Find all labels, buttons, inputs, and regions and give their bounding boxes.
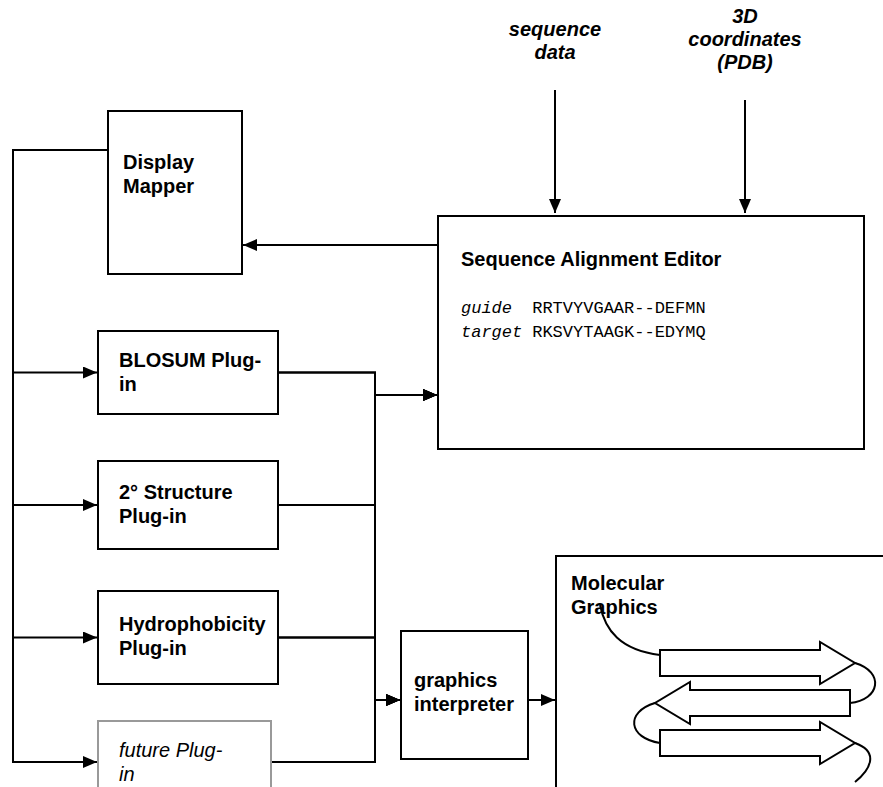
connector [243,244,437,246]
box-label: 2° Structure Plug-in [119,480,269,528]
input-arrows [555,90,745,213]
connector [272,395,437,762]
box-label: Display Mapper [123,150,233,198]
beta-sheet-drawing [600,605,875,782]
box-label: Hydrophobicity Plug-in [119,612,269,660]
connector [13,150,107,762]
connector [13,150,107,638]
plugin-box: BLOSUM Plug-in [97,330,279,415]
connector [13,150,107,505]
plugin-box: Hydrophobicity Plug-in [97,590,279,685]
box-label: BLOSUM Plug-in [119,348,269,396]
connector [279,638,400,701]
connector [279,505,400,700]
connector [272,700,400,762]
editor-box: Sequence Alignment Editor guide RRTVYVGAAR… [437,215,865,450]
connector [279,373,437,396]
interpreter-box: graphics interpreter [400,630,529,760]
future-plugin-box: future Plug-in [97,720,272,787]
sequence-name: target [461,321,522,345]
graphics-box: Molecular Graphics [555,555,883,787]
mapper-box: Display Mapper [107,110,243,275]
plugin-box: 2° Structure Plug-in [97,460,279,550]
sequence-name: guide [461,297,522,321]
connector [529,699,555,701]
box-label: Molecular Graphics [571,571,701,619]
connector [279,395,437,505]
box-heading: Sequence Alignment Editor [461,247,863,271]
input-label: 3D coordinates (PDB) [675,5,815,74]
connector [13,150,107,373]
box-label: future Plug-in [119,738,229,786]
connector [279,395,437,638]
input-label: sequence data [500,18,610,64]
sequence-string: RKSVYTAAGK--EDYMQ [532,321,705,345]
sequence-string: RRTVYVGAAR--DEFMN [532,297,705,321]
connector [279,373,400,701]
box-label: graphics interpreter [414,668,519,716]
